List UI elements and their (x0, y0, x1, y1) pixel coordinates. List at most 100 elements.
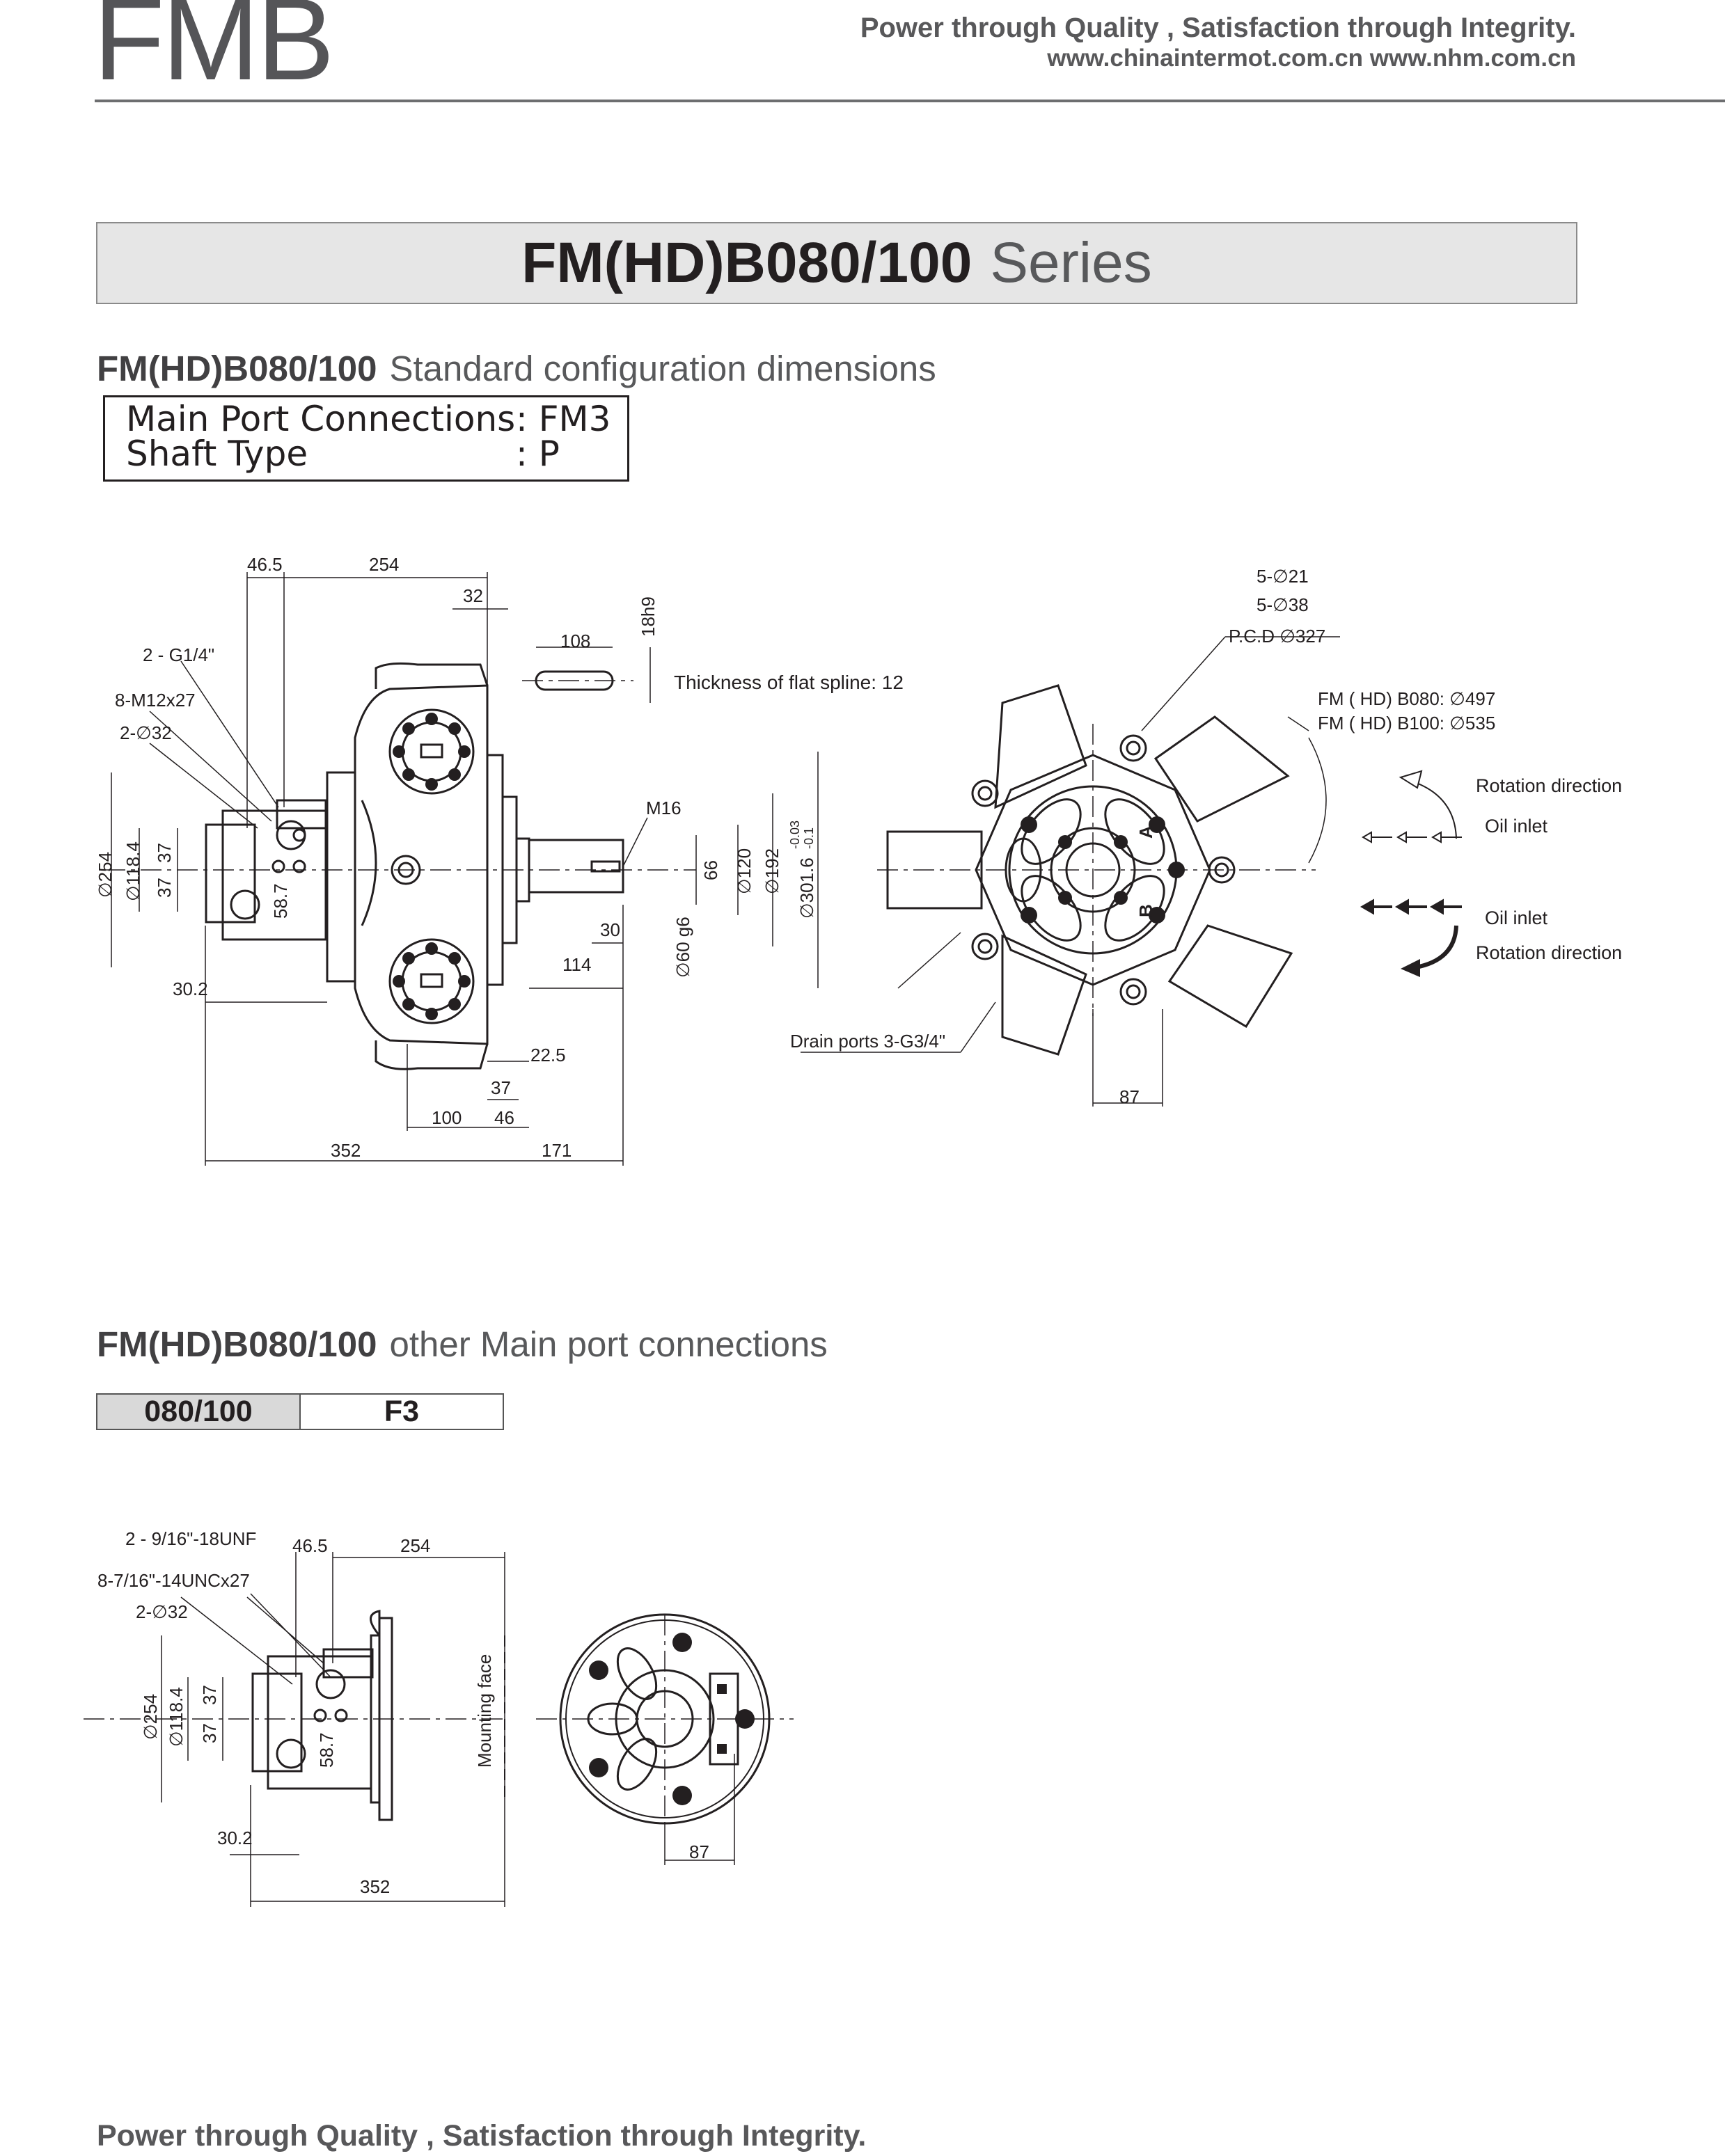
dim-66: 66 (700, 860, 721, 880)
legend-rotation-top: Rotation direction (1476, 775, 1622, 796)
section-model: FM(HD)B080/100 (97, 1324, 377, 1364)
label-pcd: P.C.D ∅327 (1229, 626, 1325, 647)
legend-rotation-bottom: Rotation direction (1476, 942, 1622, 963)
label-phi32: 2-∅32 (136, 1601, 188, 1622)
f3-side-view (84, 1610, 508, 1821)
config-label: Main Port Connections (126, 399, 516, 439)
f3-dimension-lines (161, 1552, 505, 1907)
dim-114: 114 (562, 954, 591, 975)
dim-352: 352 (360, 1876, 390, 1897)
section-heading-other-ports: FM(HD)B080/100 other Main port connection… (97, 1324, 828, 1365)
arrowhead-solid-icon (1401, 959, 1420, 977)
f3-side-labels: 2 - 9/16"-18UNF 46.5 254 8-7/16"-14UNCx2… (97, 1528, 495, 1897)
front-view (877, 684, 1327, 1056)
table-value-cell: F3 (299, 1393, 504, 1430)
dim-phi192: ∅192 (762, 848, 782, 894)
label-fm080: FM ( HD) B080: ∅497 (1318, 688, 1495, 709)
dim-30: 30 (600, 919, 620, 940)
arrowhead-outline-icon (1399, 770, 1423, 789)
header-urls: www.chinaintermot.com.cn www.nhm.com.cn (1047, 45, 1576, 72)
brand-logo: FMB (93, 0, 335, 104)
label-unc: 8-7/16"-14UNCx27 (97, 1570, 250, 1591)
footer-slogan: Power through Quality , Satisfaction thr… (97, 2119, 867, 2153)
dim-171: 171 (542, 1140, 572, 1161)
config-row-ports: Main Port Connections : FM3 (126, 402, 627, 436)
dim-108: 108 (560, 631, 590, 651)
dim-22-5: 22.5 (530, 1045, 566, 1065)
config-label: Shaft Type (126, 434, 308, 474)
dim-phi254: ∅254 (95, 852, 116, 898)
dim-18h9: 18h9 (638, 596, 659, 637)
label-holes38: 5-∅38 (1257, 594, 1309, 615)
dim-phi118: ∅118.4 (166, 1687, 187, 1747)
oil-inlet-arrows-open-icon (1362, 831, 1462, 843)
dim-58-7: 58.7 (316, 1732, 337, 1768)
label-m12: 8-M12x27 (115, 690, 196, 711)
dim-37c: 37 (491, 1077, 511, 1098)
dim-352: 352 (331, 1140, 361, 1161)
dim-100: 100 (432, 1107, 462, 1128)
config-value: : FM3 (516, 399, 611, 439)
port-a-label: A (1135, 825, 1156, 839)
dim-46: 46 (494, 1107, 514, 1128)
section-model: FM(HD)B080/100 (97, 349, 377, 388)
dim-phi60: ∅60 g6 (672, 917, 693, 978)
label-phi32: 2-∅32 (120, 722, 172, 743)
dimension-drawing-f3: 2 - 9/16"-18UNF 46.5 254 8-7/16"-14UNCx2… (84, 1528, 794, 1907)
port-connection-table: 080/100 F3 (96, 1393, 504, 1430)
dim-87: 87 (689, 1841, 709, 1862)
label-unf: 2 - 9/16"-18UNF (125, 1528, 256, 1549)
dimension-lines-side (111, 572, 819, 1166)
dim-37a: 37 (154, 843, 175, 863)
config-row-shaft: Shaft Type : P (126, 436, 627, 471)
label-g14: 2 - G1/4" (143, 644, 214, 665)
header-divider (95, 100, 1725, 102)
table-row: 080/100 F3 (96, 1393, 504, 1430)
dim-254: 254 (400, 1535, 430, 1556)
dimension-labels-side: 46.5 254 32 108 18h9 Thickness of flat s… (95, 554, 904, 1161)
side-view (104, 662, 696, 1070)
dim-87: 87 (1119, 1086, 1140, 1107)
series-banner: FM(HD)B080/100 Series (96, 222, 1577, 304)
section-title: Standard configuration dimensions (389, 349, 936, 388)
front-view-bolts (1021, 816, 1185, 924)
rotation-legend: Rotation direction Oil inlet Oil inlet R… (1360, 770, 1622, 977)
dim-phi120: ∅120 (734, 848, 755, 894)
spline-note: Thickness of flat spline: 12 (674, 672, 904, 693)
table-header-cell: 080/100 (96, 1393, 301, 1430)
port-b-label: B (1135, 904, 1156, 917)
dim-37b: 37 (154, 878, 175, 898)
section-title: other Main port connections (389, 1324, 828, 1364)
dimension-labels-front: 5-∅21 5-∅38 P.C.D ∅327 FM ( HD) B080: ∅4… (790, 566, 1495, 1107)
label-mounting-face: Mounting face (474, 1654, 495, 1768)
label-holes21: 5-∅21 (1257, 566, 1309, 587)
dim-30-2: 30.2 (173, 978, 208, 999)
dim-32: 32 (463, 585, 483, 606)
series-model: FM(HD)B080/100 (521, 231, 972, 294)
dim-254: 254 (369, 554, 399, 575)
legend-oil-inlet-bottom: Oil inlet (1485, 907, 1548, 928)
f3-front-bolts (589, 1633, 755, 1805)
rotation-arrow-top-icon (1405, 779, 1457, 839)
oil-inlet-arrows-solid-icon (1360, 898, 1462, 915)
dimension-lines-front (801, 636, 1340, 1107)
dim-phi254: ∅254 (140, 1694, 161, 1740)
tol-lower: -0.1 (802, 827, 816, 849)
tol-upper: -0.03 (788, 821, 802, 849)
dim-46-5: 46.5 (292, 1535, 328, 1556)
series-suffix: Series (990, 231, 1152, 294)
label-drain: Drain ports 3-G3/4" (790, 1031, 945, 1052)
legend-oil-inlet-top: Oil inlet (1485, 816, 1548, 837)
dim-46-5: 46.5 (247, 554, 283, 575)
label-m16: M16 (646, 798, 682, 818)
f3-front-view (536, 1613, 794, 1865)
dim-phi118: ∅118.4 (123, 841, 143, 901)
dim-37b: 37 (199, 1723, 220, 1743)
config-box: Main Port Connections : FM3 Shaft Type :… (103, 395, 629, 482)
label-fm100: FM ( HD) B100: ∅535 (1318, 713, 1495, 734)
dim-30-2: 30.2 (217, 1828, 253, 1848)
section-heading-standard: FM(HD)B080/100 Standard configuration dim… (97, 348, 936, 389)
dim-phi301: ∅301.6 (796, 857, 817, 919)
config-value: : P (516, 434, 560, 474)
dim-37a: 37 (199, 1685, 220, 1705)
